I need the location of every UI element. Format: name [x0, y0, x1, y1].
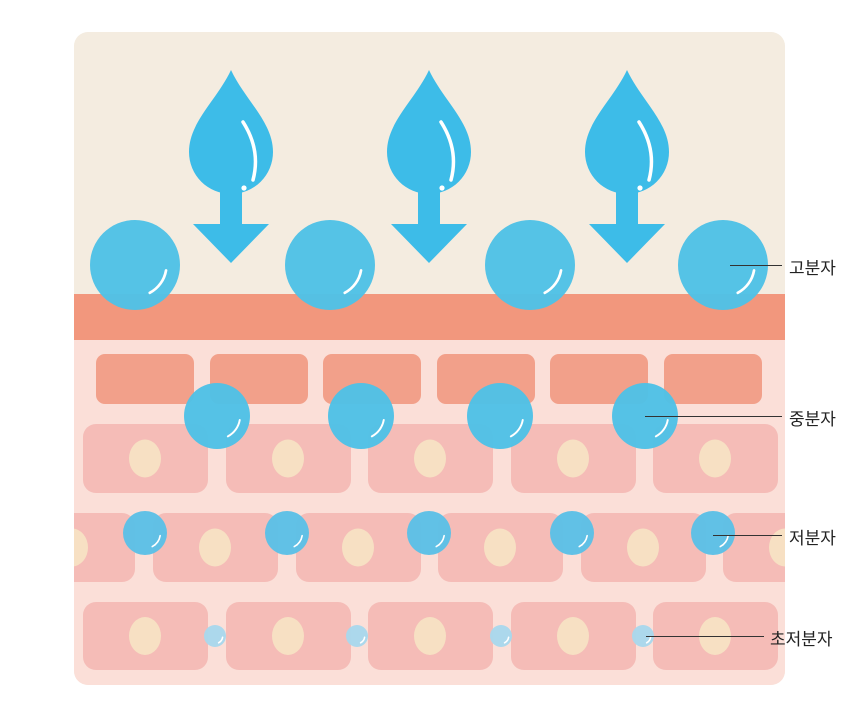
molecule-circle-icon — [123, 511, 167, 555]
cell-nucleus — [557, 617, 589, 655]
molecule-circle-icon — [407, 511, 451, 555]
cell-nucleus — [129, 439, 161, 478]
label-low-molecule: 저분자 — [789, 529, 836, 549]
molecule-highlight — [503, 636, 510, 644]
cell-nucleus — [699, 439, 731, 478]
label-medium-molecule: 중분자 — [789, 410, 836, 430]
cell-nucleus — [272, 439, 304, 478]
cell-nucleus — [199, 528, 231, 567]
molecule-circle-icon — [485, 220, 575, 310]
ultra-low-molecule — [632, 625, 654, 647]
molecule-circle-icon — [328, 383, 394, 449]
molecule-highlight — [226, 419, 241, 438]
cell-rows — [74, 424, 785, 670]
water-drop-arrows — [189, 70, 669, 263]
low-molecule — [691, 511, 735, 555]
drop-highlight — [439, 120, 456, 182]
molecule-highlight — [654, 419, 669, 438]
cell-nucleus — [129, 617, 161, 655]
molecule-circle-icon — [204, 625, 226, 647]
molecule-circle-icon — [467, 383, 533, 449]
cell — [723, 513, 785, 582]
molecule-highlight — [509, 419, 524, 438]
down-arrow — [391, 190, 467, 263]
drop-highlight-dot — [637, 185, 643, 191]
high-molecule — [285, 220, 375, 310]
molecule-circle-icon — [184, 383, 250, 449]
molecule-highlight — [217, 636, 224, 644]
drop-highlight-dot — [439, 185, 445, 191]
cell-nucleus — [342, 528, 374, 567]
medium-molecule — [184, 383, 250, 449]
medium-molecule — [467, 383, 533, 449]
drop-highlight — [637, 120, 654, 182]
cell-nucleus — [769, 528, 785, 567]
label-high-molecule: 고분자 — [789, 259, 836, 279]
medium-molecule — [328, 383, 394, 449]
ultra-low-molecule — [204, 625, 226, 647]
molecule-circle-icon — [285, 220, 375, 310]
high-molecule — [90, 220, 180, 310]
high-molecule — [485, 220, 575, 310]
water-drop-arrow-icon — [387, 70, 471, 263]
molecule-highlight — [151, 534, 161, 548]
molecule-highlight — [719, 534, 729, 548]
molecule-highlight — [359, 636, 366, 644]
upper-cell — [96, 354, 194, 404]
molecule-highlight — [343, 269, 363, 295]
molecule-highlight — [148, 269, 168, 295]
cell-nucleus — [414, 617, 446, 655]
down-arrow — [589, 190, 665, 263]
low-molecule — [550, 511, 594, 555]
leader-line-low — [713, 535, 782, 536]
water-drop — [585, 70, 669, 194]
leader-line-medium — [645, 416, 782, 417]
ultra-low-molecule — [346, 625, 368, 647]
water-drop — [189, 70, 273, 194]
molecule-highlight — [370, 419, 385, 438]
leader-line-high — [730, 265, 782, 266]
water-drop-arrow-icon — [585, 70, 669, 263]
down-arrow — [193, 190, 269, 263]
upper-cell — [664, 354, 762, 404]
cell-nucleus — [272, 617, 304, 655]
low-molecule — [407, 511, 451, 555]
drop-highlight-dot — [241, 185, 247, 191]
molecule-circle-icon — [90, 220, 180, 310]
low-molecule — [265, 511, 309, 555]
molecule-highlight — [293, 534, 303, 548]
cell-nucleus — [557, 439, 589, 478]
water-drop-arrow-icon — [189, 70, 273, 263]
water-drop — [387, 70, 471, 194]
cell-nucleus — [484, 528, 516, 567]
molecule-circle-icon — [550, 511, 594, 555]
drop-highlight — [241, 120, 258, 182]
leader-line-ultra-low — [646, 636, 764, 637]
high-molecule — [678, 220, 768, 310]
molecule-highlight — [645, 636, 652, 644]
cell-nucleus — [74, 528, 88, 567]
molecule-circle-icon — [265, 511, 309, 555]
molecule-circle-icon — [691, 511, 735, 555]
molecule-circle-icon — [346, 625, 368, 647]
molecule-circle-icon — [490, 625, 512, 647]
cell — [74, 513, 135, 582]
molecule-highlight — [543, 269, 563, 295]
skin-surface-layer — [74, 294, 785, 340]
label-ultra-low-molecule: 초저분자 — [770, 630, 833, 650]
molecule-highlight — [435, 534, 445, 548]
cell-nucleus — [627, 528, 659, 567]
molecule-highlight — [578, 534, 588, 548]
low-molecule — [123, 511, 167, 555]
cell-nucleus — [414, 439, 446, 478]
molecule-highlight — [736, 269, 756, 295]
ultra-low-molecule — [490, 625, 512, 647]
